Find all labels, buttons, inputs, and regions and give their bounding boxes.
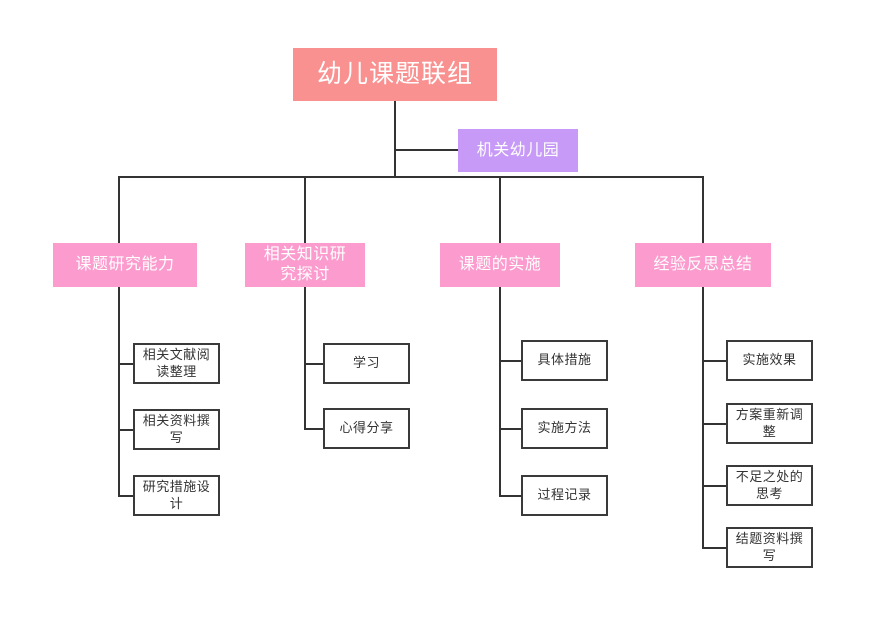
edge-branch-3-leaf-1 xyxy=(499,360,522,362)
edge-branch-3-leaf-2 xyxy=(499,428,522,430)
edge-branch-drop-4 xyxy=(702,176,704,243)
node-root[interactable]: 幼儿课题联组 xyxy=(293,48,497,101)
node-branch-3[interactable]: 课题的实施 xyxy=(440,243,560,287)
node-leaf-3-2[interactable]: 实施方法 xyxy=(521,408,608,449)
edge-branch-2-leaf-1 xyxy=(304,363,324,365)
node-leaf-4-2[interactable]: 方案重新调 整 xyxy=(726,403,813,444)
node-leaf-2-1[interactable]: 学习 xyxy=(323,343,410,384)
edge-branch-4-leaf-2 xyxy=(702,423,728,425)
node-leaf-3-1[interactable]: 具体措施 xyxy=(521,340,608,381)
edge-branch-1-leaf-3 xyxy=(118,495,135,497)
edge-branch-3-spine xyxy=(499,287,501,497)
node-leaf-4-4[interactable]: 结题资料撰 写 xyxy=(726,527,813,568)
node-leaf-1-1[interactable]: 相关文献阅 读整理 xyxy=(133,343,220,384)
edge-branch-4-spine xyxy=(702,287,704,549)
edge-branch-1-leaf-1 xyxy=(118,363,135,365)
edge-branch-3-leaf-3 xyxy=(499,495,522,497)
edge-branch-drop-1 xyxy=(118,176,120,243)
edge-branch-2-spine xyxy=(304,287,306,430)
edge-branch-4-leaf-1 xyxy=(702,360,728,362)
edge-root-trunk xyxy=(394,101,396,177)
edge-branch-drop-2 xyxy=(304,176,306,243)
node-leaf-4-1[interactable]: 实施效果 xyxy=(726,340,813,381)
node-leaf-4-3[interactable]: 不足之处的 思考 xyxy=(726,465,813,506)
edge-main-bus xyxy=(118,176,704,178)
edge-branch-drop-3 xyxy=(499,176,501,243)
edge-branch-2-leaf-2 xyxy=(304,428,324,430)
edge-branch-4-leaf-3 xyxy=(702,485,728,487)
node-branch-4[interactable]: 经验反思总结 xyxy=(635,243,771,287)
edge-aux-connector xyxy=(394,149,460,151)
node-branch-2[interactable]: 相关知识研 究探讨 xyxy=(245,243,365,287)
node-leaf-1-3[interactable]: 研究措施设 计 xyxy=(133,475,220,516)
node-leaf-2-2[interactable]: 心得分享 xyxy=(323,408,410,449)
node-leaf-1-2[interactable]: 相关资料撰 写 xyxy=(133,409,220,450)
edge-branch-1-leaf-2 xyxy=(118,429,135,431)
node-branch-1[interactable]: 课题研究能力 xyxy=(53,243,197,287)
node-aux-kindergarten[interactable]: 机关幼儿园 xyxy=(458,129,578,172)
edge-branch-1-spine xyxy=(118,287,120,497)
edge-branch-4-leaf-4 xyxy=(702,547,728,549)
node-leaf-3-3[interactable]: 过程记录 xyxy=(521,475,608,516)
